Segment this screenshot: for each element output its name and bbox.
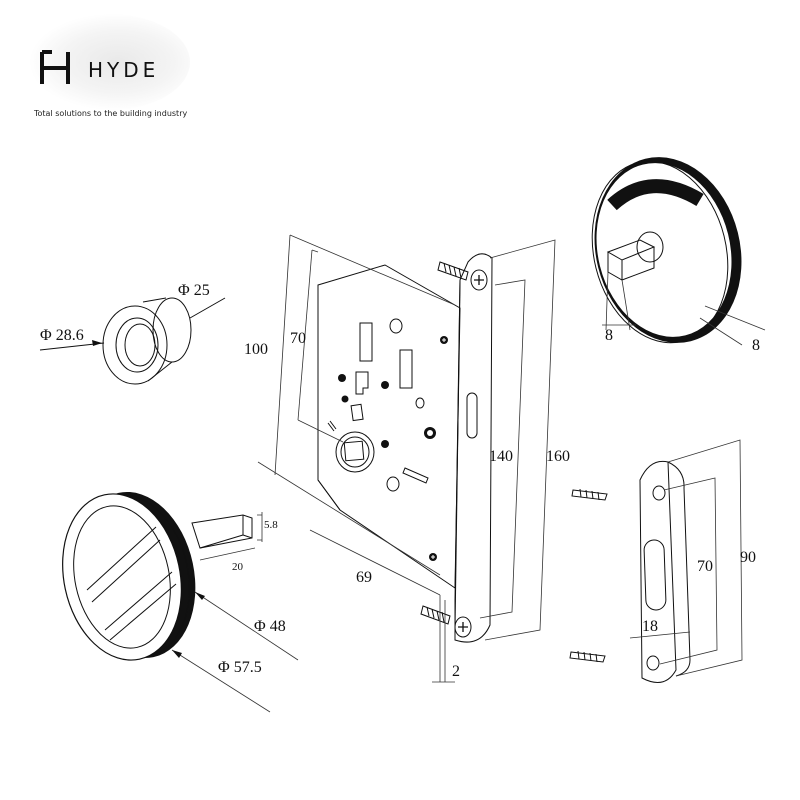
dim-rose-outer: Φ 28.6 <box>40 327 84 344</box>
dim-faceplate-thickness: 2 <box>452 663 460 680</box>
turn-knob-part <box>591 157 766 346</box>
strike-plate-part <box>569 439 743 683</box>
dim-strike-width: 18 <box>642 618 658 635</box>
brand-name: HYDE <box>88 58 160 82</box>
dim-handle-outer: Φ 57.5 <box>218 659 262 676</box>
dim-turn-square-b: 8 <box>752 337 760 354</box>
lock-body-part <box>317 264 461 589</box>
brand-tagline: Total solutions to the building industry <box>34 109 188 118</box>
flush-handle-part <box>62 491 299 713</box>
dim-strike-height: 90 <box>740 549 756 566</box>
logo-backdrop <box>30 14 190 110</box>
brand-logo: HYDE Total solutions to the building ind… <box>30 14 230 124</box>
faceplate-part <box>420 253 493 643</box>
dim-spindle-size: 5.8 <box>264 519 278 531</box>
dim-faceplate-140: 140 <box>489 448 513 465</box>
dim-turn-square-a: 8 <box>605 327 613 344</box>
dim-lock-width: 69 <box>356 569 372 586</box>
lock-dimension-lines <box>257 234 556 683</box>
screw-head-icon <box>429 553 437 561</box>
dim-strike-hole-spacing: 70 <box>697 558 713 575</box>
screw-head-icon <box>440 336 448 344</box>
dim-lock-height-100: 100 <box>244 341 268 358</box>
dim-spindle-length: 20 <box>232 561 244 573</box>
brand-h-icon <box>40 50 70 84</box>
dim-rose-inner: Φ 25 <box>178 282 210 299</box>
dim-lock-height-70: 70 <box>290 330 306 347</box>
dim-faceplate-160: 160 <box>546 448 570 465</box>
small-rose-part <box>39 297 226 385</box>
dim-handle-inner: Φ 48 <box>254 618 286 635</box>
